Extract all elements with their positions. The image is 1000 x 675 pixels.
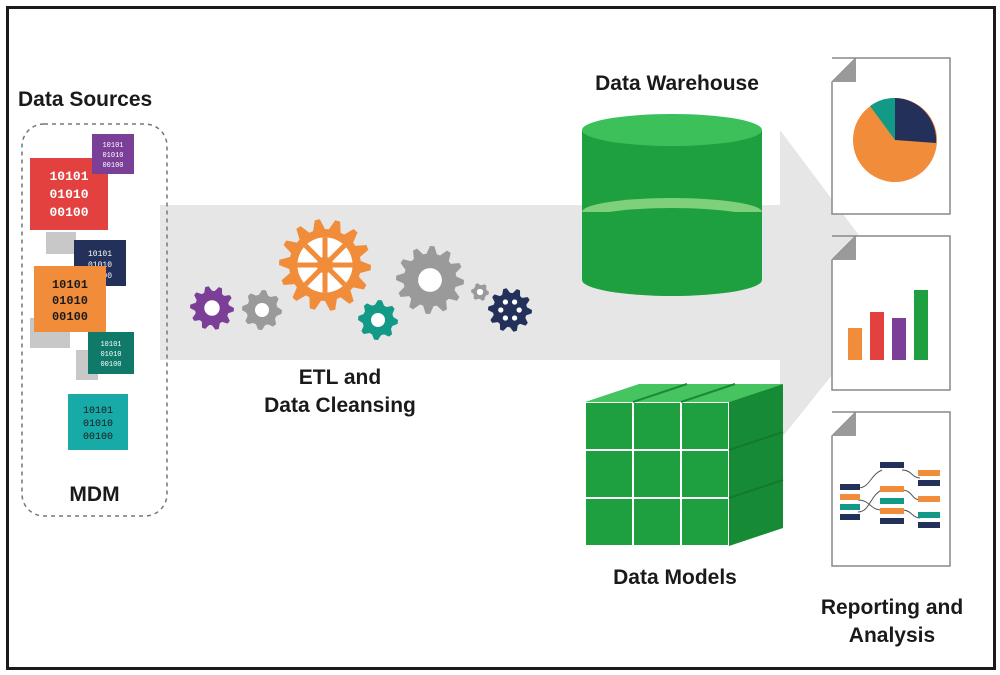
cube-cell	[634, 403, 680, 449]
navy-gear-icon	[488, 288, 532, 332]
data-models-cube	[585, 383, 784, 546]
svg-text:00100: 00100	[100, 361, 121, 369]
cube-cell	[634, 451, 680, 497]
gray-gear-small-icon	[242, 290, 282, 330]
mdm-label: MDM	[69, 483, 120, 506]
cube-cell	[634, 499, 680, 545]
cube-top-face	[585, 384, 783, 402]
cube-cell	[682, 451, 728, 497]
svg-text:10101: 10101	[88, 250, 112, 259]
gray-gear-large-icon	[396, 246, 464, 314]
cube-grid-line	[728, 479, 784, 499]
report-pie-document	[831, 57, 951, 215]
svg-text:01010: 01010	[49, 187, 88, 202]
purple-gear-icon	[190, 286, 234, 330]
tiny-gray-gear-icon	[471, 283, 489, 301]
orange-gear-icon	[279, 219, 371, 311]
etl-label-line1: ETL and	[298, 366, 382, 389]
cube-cell	[586, 451, 632, 497]
svg-text:10101: 10101	[83, 406, 113, 417]
cube-cell	[586, 403, 632, 449]
svg-text:00100: 00100	[49, 205, 88, 220]
report-flow-document	[831, 411, 951, 567]
svg-text:01010: 01010	[102, 152, 123, 160]
svg-text:00100: 00100	[83, 432, 113, 443]
cube-cell	[682, 499, 728, 545]
mdm-container	[21, 123, 168, 517]
cube-cell	[586, 499, 632, 545]
report-bar-document	[831, 235, 951, 391]
cube-grid-line	[728, 431, 784, 451]
reporting-label-line2: Analysis	[848, 624, 936, 647]
etl-gears	[190, 219, 532, 340]
source-block-purple: 10101 01010 00100	[92, 134, 134, 174]
svg-text:00100: 00100	[52, 310, 88, 324]
svg-text:10101: 10101	[100, 341, 121, 349]
svg-text:01010: 01010	[83, 419, 113, 430]
source-block-teal: 10101 01010 00100	[68, 394, 128, 450]
source-block-red-text: 10101	[49, 169, 88, 184]
cube-cell	[682, 403, 728, 449]
svg-text:01010: 01010	[88, 261, 112, 270]
reporting-label-line1: Reporting and	[820, 596, 964, 619]
teal-gear-icon	[358, 300, 398, 340]
data-sources-label: Data Sources	[18, 88, 153, 111]
data-models-label: Data Models	[613, 566, 737, 589]
svg-text:10101: 10101	[102, 142, 123, 150]
source-block-dark-teal: 10101 01010 00100	[76, 332, 134, 380]
svg-text:00100: 00100	[102, 162, 123, 170]
cube-grid-line	[632, 383, 688, 403]
data-warehouse-label: Data Warehouse	[595, 72, 759, 95]
svg-text:01010: 01010	[100, 351, 121, 359]
source-block-orange: 10101 01010 00100	[30, 266, 106, 348]
svg-text:01010: 01010	[52, 294, 88, 308]
svg-text:10101: 10101	[52, 278, 88, 292]
cube-side-face	[729, 384, 783, 546]
etl-label-line2: Data Cleansing	[264, 394, 416, 417]
data-warehouse-cylinder	[582, 114, 762, 296]
cube-grid-line	[680, 383, 736, 403]
